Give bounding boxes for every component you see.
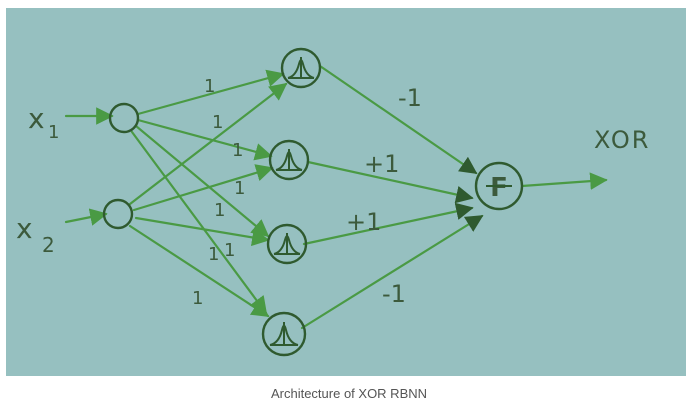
input-arrow-x2 [64,208,108,226]
weight-label-h2-out: +1 [364,150,399,178]
output-node-symbol: F [490,173,508,203]
hidden-node-1 [280,47,322,89]
input-node-2 [102,198,134,230]
weight-label-h3-out: +1 [346,208,381,236]
weight-label-h4-out: -1 [382,280,406,308]
output-arrow [520,172,608,190]
network-diagram: F x 1 x 2 1 1 1 1 1 1 1 1 -1 +1 +1 -1 XO… [16,47,650,357]
weight-label: 1 [204,76,215,97]
weight-label: 1 [232,140,243,161]
weight-label: 1 [212,112,223,133]
input-label-x2-sub: 2 [42,233,55,257]
weight-label: 1 [224,240,235,261]
input-label-x2: x [16,212,33,245]
hidden-node-3 [266,223,308,265]
hidden-output-edges [300,64,484,330]
hidden-node-4 [261,311,307,357]
weight-label: 1 [192,288,203,309]
weight-label: 1 [234,178,245,199]
weight-label-h1-out: -1 [398,84,422,112]
weight-label: 1 [214,200,225,221]
output-label: XOR [594,126,650,154]
weight-label: 1 [208,244,219,265]
input-label-x1-sub: 1 [48,122,59,143]
input-hidden-edges [128,69,288,318]
input-node-1 [108,102,140,134]
output-node [474,161,524,211]
input-label-x1: x [28,102,45,135]
diagram-figure: F x 1 x 2 1 1 1 1 1 1 1 1 -1 +1 +1 -1 XO… [6,8,686,376]
hidden-node-2 [268,139,310,181]
figure-caption: Architecture of XOR RBNN [270,386,428,401]
